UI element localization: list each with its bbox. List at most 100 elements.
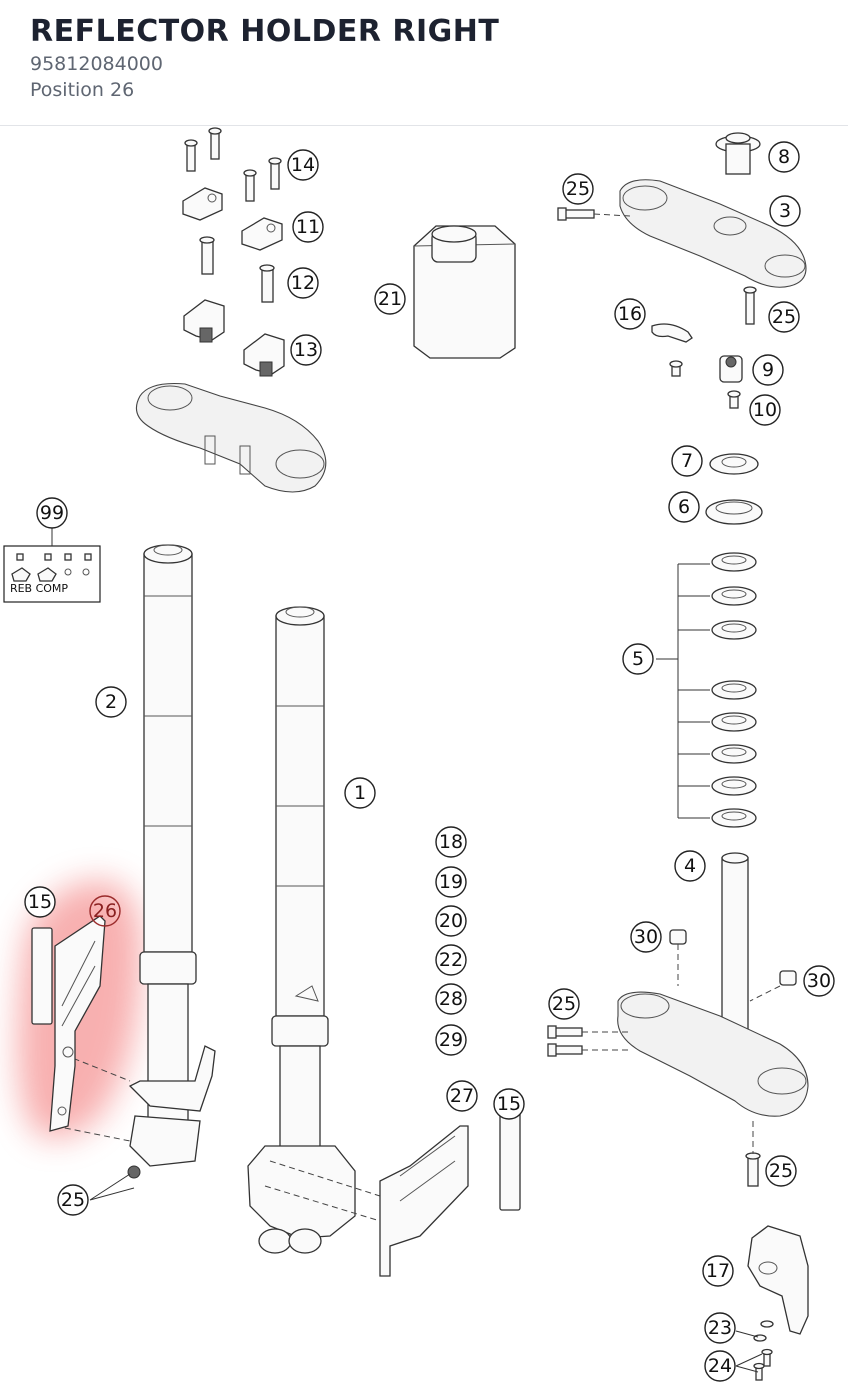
position-label: Position 26 <box>30 79 135 101</box>
callout-25-upper-right[interactable]: 25 <box>768 301 800 333</box>
dust-seal-7 <box>709 453 759 475</box>
callout-20[interactable]: 20 <box>435 905 467 937</box>
callout-16[interactable]: 16 <box>614 298 646 330</box>
svg-text:15: 15 <box>497 1093 521 1115</box>
callout-26[interactable]: 26 <box>89 895 121 927</box>
part-number: 95812084000 <box>30 53 163 75</box>
callout-22[interactable]: 22 <box>435 944 467 976</box>
callout-25-fork[interactable]: 25 <box>57 1184 89 1216</box>
callout-14[interactable]: 14 <box>287 149 319 181</box>
callout-10[interactable]: 10 <box>749 394 781 426</box>
page-title: REFLECTOR HOLDER RIGHT <box>30 14 500 49</box>
callout-15-right[interactable]: 15 <box>493 1088 525 1120</box>
callout-27[interactable]: 27 <box>446 1080 478 1112</box>
svg-text:23: 23 <box>708 1317 732 1339</box>
svg-text:24: 24 <box>708 1355 732 1377</box>
svg-text:10: 10 <box>753 399 777 421</box>
callout-18[interactable]: 18 <box>435 826 467 858</box>
svg-text:25: 25 <box>61 1189 85 1211</box>
svg-text:30: 30 <box>807 970 831 992</box>
svg-text:4: 4 <box>684 855 696 877</box>
bolt-30-right <box>749 970 797 1002</box>
callout-25-top[interactable]: 25 <box>562 173 594 205</box>
svg-text:9: 9 <box>762 359 774 381</box>
reflector-holder-26 <box>49 915 106 1132</box>
callout-29[interactable]: 29 <box>435 1024 467 1056</box>
callout-2[interactable]: 2 <box>95 686 127 718</box>
callout-3[interactable]: 3 <box>769 195 801 227</box>
clip-16 <box>651 323 693 343</box>
stem-nut-8 <box>715 132 761 175</box>
svg-text:99: 99 <box>40 502 64 524</box>
bearing-set-5 <box>656 552 757 828</box>
callout-11[interactable]: 11 <box>292 211 324 243</box>
svg-text:25: 25 <box>552 993 576 1015</box>
bolt-25-upper-left <box>557 207 631 221</box>
svg-text:8: 8 <box>778 146 790 168</box>
callout-8[interactable]: 8 <box>768 141 800 173</box>
reflector-15-left <box>31 927 53 1025</box>
callout-12[interactable]: 12 <box>287 267 319 299</box>
callout-19[interactable]: 19 <box>435 866 467 898</box>
header: REFLECTOR HOLDER RIGHT 95812084000 Posit… <box>0 0 848 126</box>
svg-text:3: 3 <box>779 200 791 222</box>
callout-15-left[interactable]: 15 <box>24 886 56 918</box>
bolts-12 <box>199 236 275 303</box>
callout-4[interactable]: 4 <box>674 850 706 882</box>
svg-text:17: 17 <box>706 1260 730 1282</box>
clamps-13 <box>183 299 285 377</box>
svg-text:7: 7 <box>681 450 693 472</box>
reflector-holder-27 <box>379 1125 469 1277</box>
callout-23[interactable]: 23 <box>704 1312 736 1344</box>
callout-99[interactable]: 99 <box>36 497 68 529</box>
upper-triple-clamp-3 <box>619 179 807 288</box>
sensor-9 <box>719 355 743 383</box>
bolt-30-left <box>669 929 687 986</box>
callout-7[interactable]: 7 <box>671 445 703 477</box>
callout-6[interactable]: 6 <box>668 491 700 523</box>
svg-text:15: 15 <box>28 891 52 913</box>
washer-23 <box>753 1320 774 1342</box>
svg-text:5: 5 <box>632 648 644 670</box>
callout-21[interactable]: 21 <box>374 283 406 315</box>
guard-17 <box>747 1225 809 1335</box>
svg-text:29: 29 <box>439 1029 463 1051</box>
callout-25-lower-right[interactable]: 25 <box>765 1155 797 1187</box>
svg-text:19: 19 <box>439 871 463 893</box>
svg-text:2: 2 <box>105 691 117 713</box>
svg-text:14: 14 <box>291 154 315 176</box>
svg-text:20: 20 <box>439 910 463 932</box>
svg-text:18: 18 <box>439 831 463 853</box>
callout-9[interactable]: 9 <box>752 354 784 386</box>
bolts-25-lower-clamp <box>547 1025 630 1057</box>
svg-text:25: 25 <box>566 178 590 200</box>
callout-1[interactable]: 1 <box>344 777 376 809</box>
svg-text:25: 25 <box>772 306 796 328</box>
svg-text:27: 27 <box>450 1085 474 1107</box>
kit-label: REB COMP <box>10 582 68 595</box>
callout-30-left[interactable]: 30 <box>630 921 662 953</box>
callout-24[interactable]: 24 <box>704 1350 736 1382</box>
svg-text:16: 16 <box>618 303 642 325</box>
exploded-parts-diagram: REB COMP 1 2 3 4 5 6 7 8 9 10 11 12 13 1… <box>3 127 835 1382</box>
svg-text:26: 26 <box>93 900 117 922</box>
callout-13[interactable]: 13 <box>290 334 322 366</box>
reflector-15-right <box>499 1109 521 1211</box>
clamps-11 <box>182 187 283 251</box>
callout-28[interactable]: 28 <box>435 983 467 1015</box>
bolt-25-lower-right <box>745 1121 761 1187</box>
callout-5[interactable]: 5 <box>622 643 654 675</box>
callout-17[interactable]: 17 <box>702 1255 734 1287</box>
bolts-14 <box>184 127 282 202</box>
bolt-25-upper-right <box>743 286 757 325</box>
svg-text:25: 25 <box>769 1160 793 1182</box>
oil-can-21 <box>413 225 516 359</box>
screw-small-16 <box>669 360 683 377</box>
kit-99-box: REB COMP <box>3 526 101 603</box>
callout-30-right[interactable]: 30 <box>803 965 835 997</box>
svg-text:30: 30 <box>634 926 658 948</box>
svg-text:1: 1 <box>354 782 366 804</box>
svg-text:28: 28 <box>439 988 463 1010</box>
callout-25-lower-clamp[interactable]: 25 <box>548 988 580 1020</box>
svg-text:21: 21 <box>378 288 402 310</box>
